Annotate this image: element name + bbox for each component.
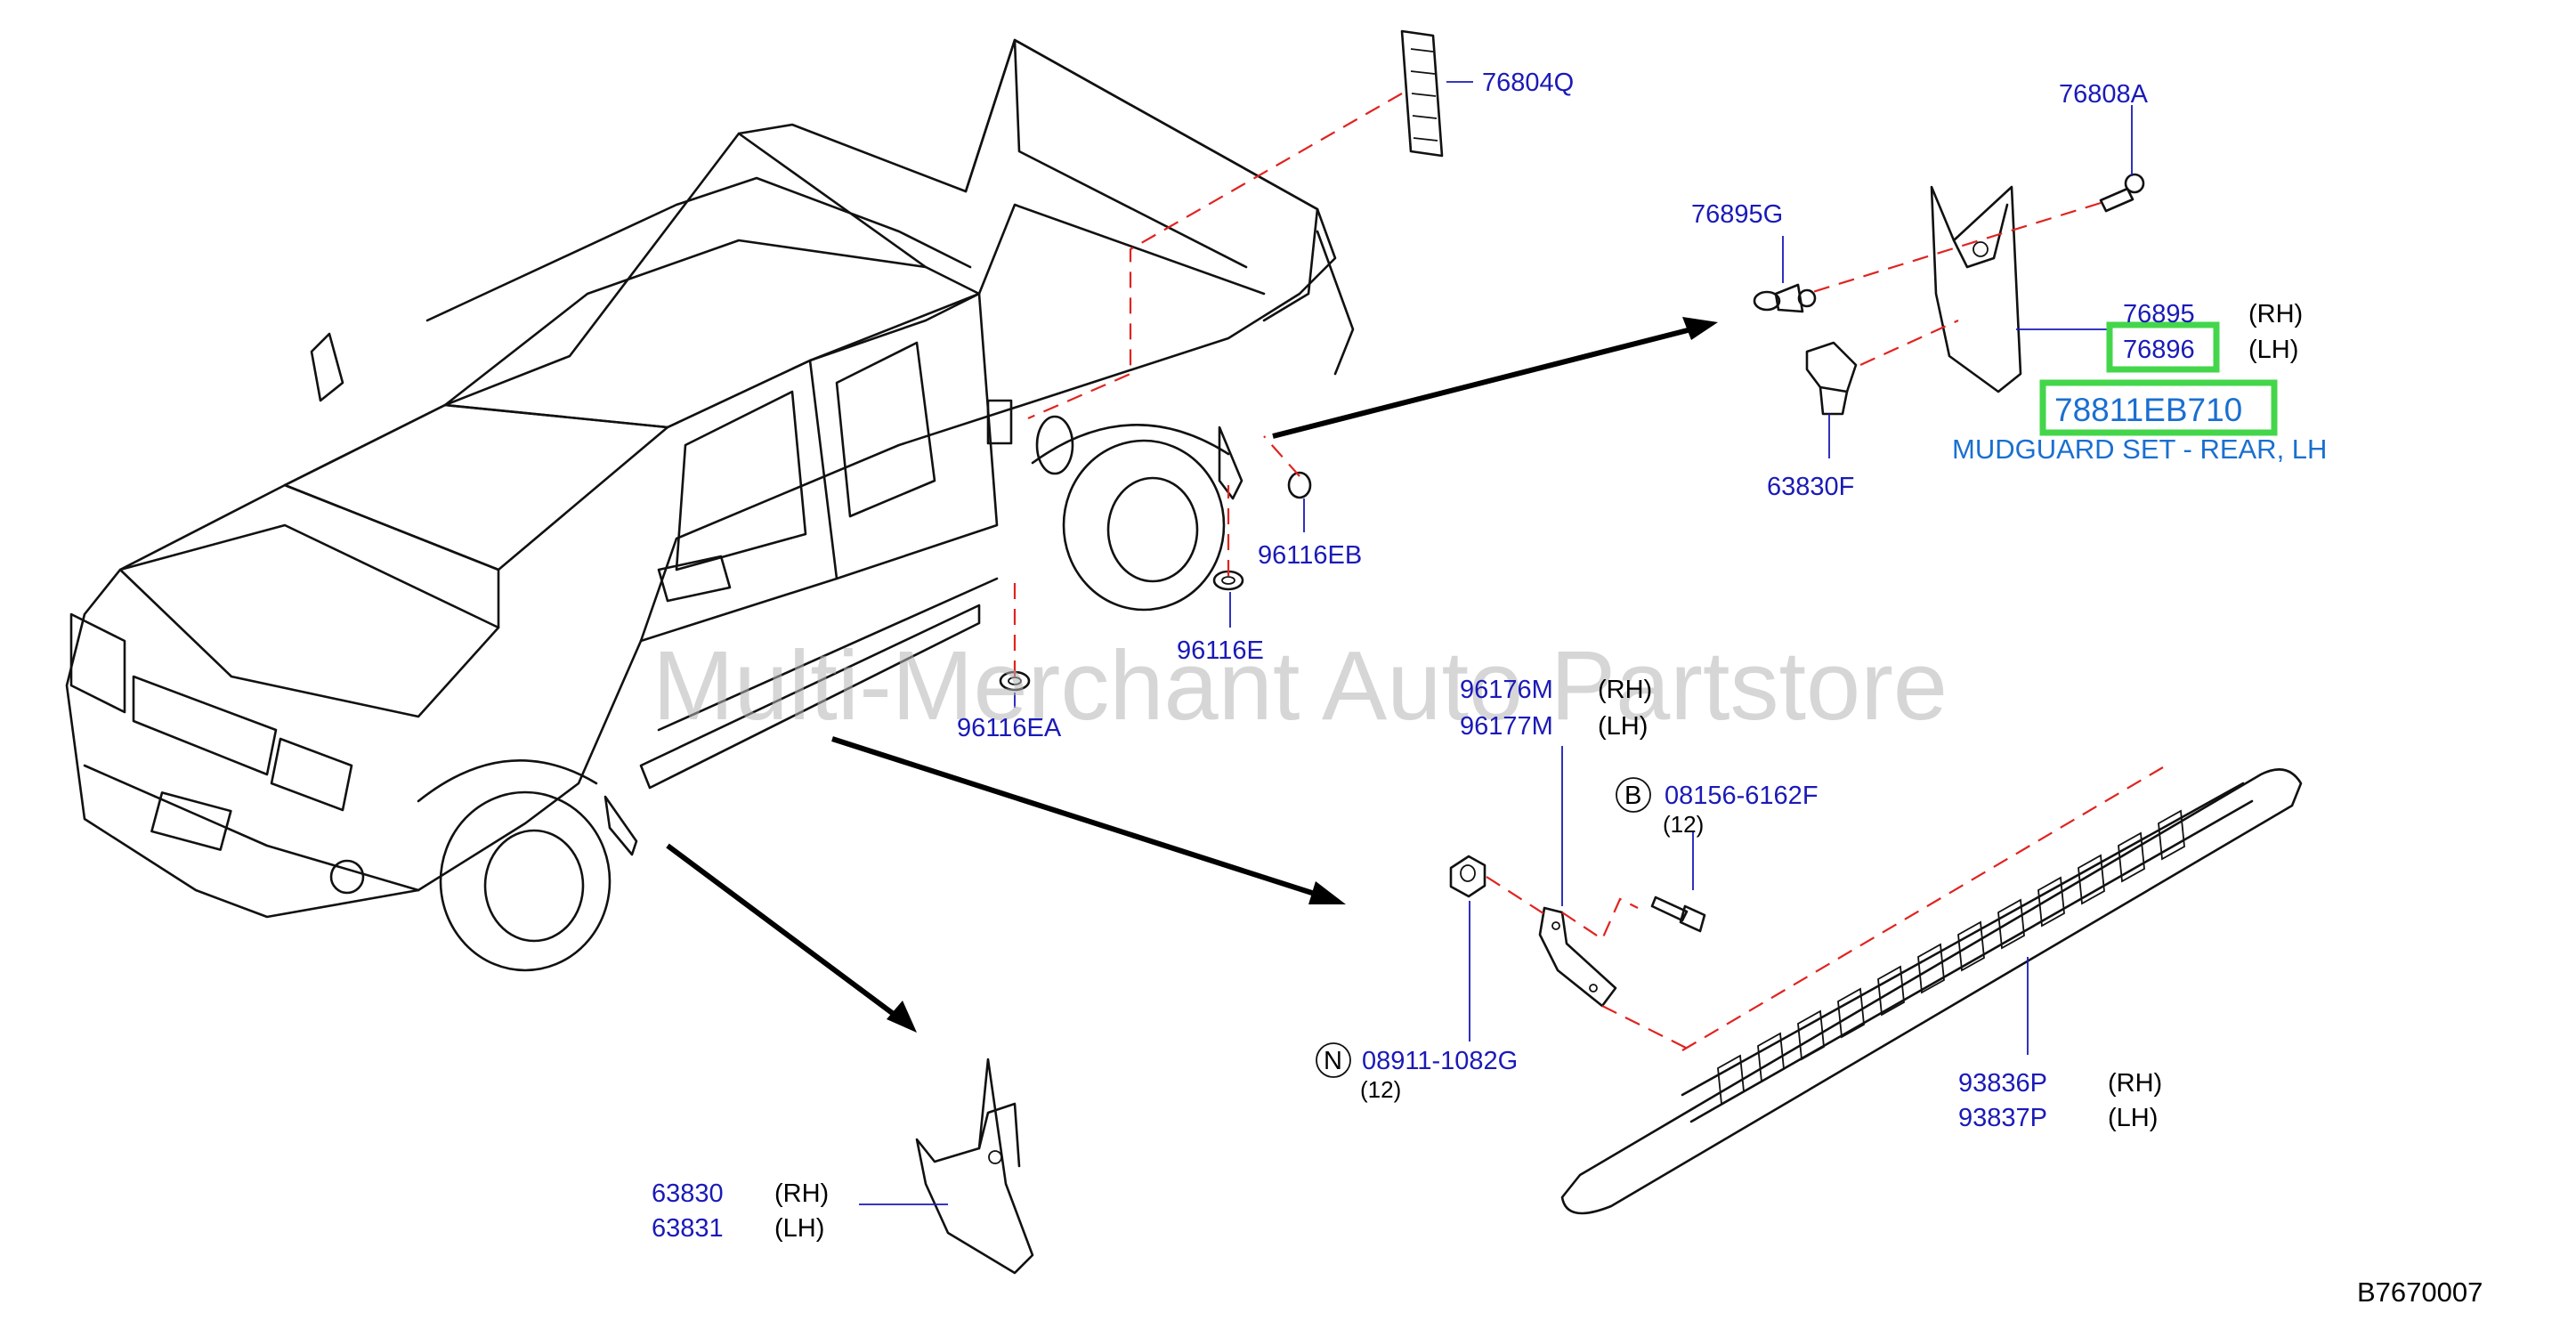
- part-number-96177m[interactable]: 96177M: [1460, 712, 1553, 741]
- part-number-08911-1082g[interactable]: 08911-1082G: [1362, 1047, 1518, 1075]
- watermark-text: Multi-Merchant Auto Partstore: [652, 631, 1948, 741]
- diagram-code: B7670007: [2357, 1276, 2483, 1308]
- assembly-dash-lines: [1013, 93, 2164, 1051]
- quantity-label: (12): [1663, 811, 1704, 838]
- part-drawings: [915, 29, 2303, 1275]
- highlight-box-part: [2039, 379, 2278, 436]
- badge-b-letter: B: [1624, 782, 1641, 810]
- nut-part: [1449, 855, 1486, 898]
- part-number-76896[interactable]: 76896: [2123, 336, 2195, 364]
- part-number-63831[interactable]: 63831: [652, 1214, 724, 1243]
- quantity-label: (12): [1360, 1076, 1401, 1103]
- leader-lines: [859, 81, 2133, 1205]
- retainer-clip-part: [1805, 341, 1858, 416]
- upper-mudguard-part: [1930, 185, 2022, 393]
- part-number-08156-6162f[interactable]: 08156-6162F: [1665, 782, 1819, 810]
- part-number-76895g[interactable]: 76895G: [1691, 200, 1783, 229]
- part-number-96116e[interactable]: 96116E: [1177, 636, 1264, 665]
- highlight-box-76896: [2106, 321, 2220, 373]
- part-number-93836p[interactable]: 93836P: [1958, 1069, 2047, 1098]
- side-label-rh: (RH): [2248, 300, 2303, 328]
- side-label-lh: (LH): [2248, 336, 2298, 364]
- part-number-63830f[interactable]: 63830F: [1767, 473, 1854, 501]
- highlight-part-number[interactable]: 78811EB710: [2054, 392, 2242, 428]
- side-label-rh: (RH): [1598, 676, 1652, 704]
- highlight-description: MUDGUARD SET - REAR, LH: [1952, 434, 2327, 465]
- side-label-lh: (LH): [2108, 1104, 2158, 1132]
- part-number-63830[interactable]: 63830: [652, 1179, 724, 1208]
- side-label-rh: (RH): [774, 1179, 829, 1208]
- callout-arrows: [666, 317, 1718, 1033]
- step-bolt-part: [1650, 896, 1706, 933]
- running-board-part: [1560, 768, 2303, 1215]
- badge-n-letter: N: [1324, 1047, 1342, 1075]
- side-label-lh: (LH): [1598, 712, 1648, 741]
- part-number-93837p[interactable]: 93837P: [1958, 1104, 2047, 1132]
- bolt-part: [2099, 173, 2145, 213]
- step-bracket-part: [1538, 906, 1617, 1008]
- vent-grille-part: [1400, 29, 1444, 158]
- part-number-96116eb[interactable]: 96116EB: [1258, 541, 1362, 570]
- part-number-76895[interactable]: 76895: [2123, 300, 2195, 328]
- part-labels: 76804Q 76808A 76895G 76895 (RH) 76896 (L…: [652, 69, 2303, 1243]
- highlight-group: 78811EB710 MUDGUARD SET - REAR, LH: [1952, 321, 2327, 465]
- part-number-96176m[interactable]: 96176M: [1460, 676, 1553, 704]
- side-label-rh: (RH): [2108, 1069, 2162, 1098]
- part-number-96116ea[interactable]: 96116EA: [957, 714, 1062, 742]
- clip-part: [1753, 283, 1817, 313]
- truck-illustration: [65, 38, 1355, 972]
- side-label-lh: (LH): [774, 1214, 824, 1243]
- badge-b-icon: [1616, 777, 1651, 813]
- part-number-76808a[interactable]: 76808A: [2059, 80, 2149, 109]
- badge-n-icon: [1316, 1042, 1351, 1078]
- part-number-76804q[interactable]: 76804Q: [1482, 69, 1574, 97]
- lower-mudguard-part: [915, 1058, 1034, 1275]
